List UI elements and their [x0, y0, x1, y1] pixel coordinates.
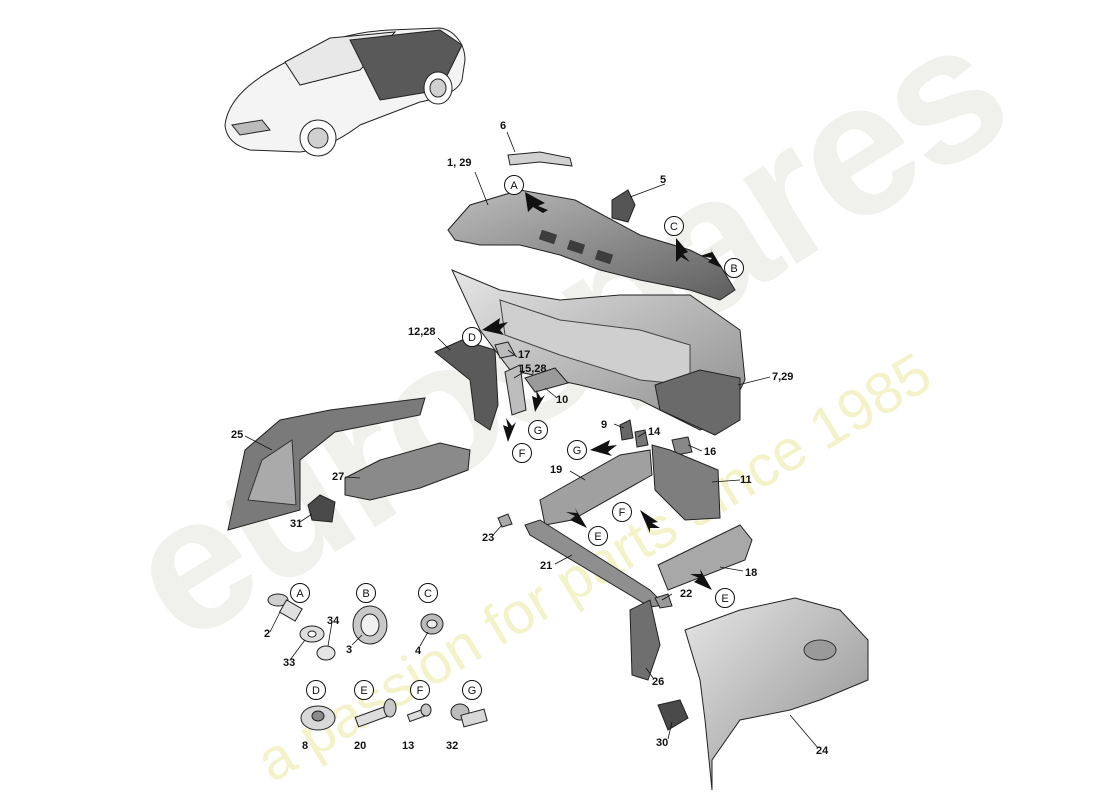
part-31-block [307, 494, 336, 523]
part-18-crossmember [657, 524, 753, 591]
label-part-30: 30 [656, 737, 669, 749]
direction-arrows [482, 192, 722, 590]
part-13-bolt [406, 703, 432, 723]
label-part-23: 23 [482, 532, 495, 544]
part-25-window [247, 439, 297, 506]
label-part-22: 22 [680, 588, 693, 600]
label-part-10: 10 [556, 394, 569, 406]
part-5-bracket [611, 189, 636, 223]
callout-g-mid: G [567, 440, 587, 460]
arrow-g-2 [590, 440, 617, 456]
callout-b-top: B [724, 258, 744, 278]
label-part-31: 31 [290, 518, 303, 530]
arrow-e-2 [690, 569, 712, 590]
leader-lines [244, 131, 819, 749]
label-part-4: 4 [415, 645, 422, 657]
callout-b-legend: B [356, 583, 376, 603]
label-part-34: 34 [327, 615, 340, 627]
part-15-bracket [504, 364, 527, 416]
callout-g-legend: G [462, 680, 482, 700]
label-part-3: 3 [346, 644, 353, 656]
car-overview-illustration [224, 27, 466, 157]
callout-f-mid: F [612, 502, 632, 522]
label-part-17: 17 [518, 349, 531, 361]
arrow-d [482, 318, 508, 335]
label-part-14: 14 [648, 426, 661, 438]
label-part-1-29: 1, 29 [447, 157, 472, 169]
callout-d-legend: D [306, 680, 326, 700]
part-20-bolt [354, 698, 397, 728]
label-part-13: 13 [402, 740, 415, 752]
part-26-bracket [629, 599, 661, 681]
label-part-18: 18 [745, 567, 758, 579]
part-4-grommet [420, 613, 444, 635]
label-part-21: 21 [540, 560, 553, 572]
callout-a-legend: A [290, 583, 310, 603]
callout-f-upper: F [512, 443, 532, 463]
label-part-26: 26 [652, 676, 665, 688]
part-24-wheelhouse [684, 597, 869, 791]
part-24-recess [803, 639, 837, 661]
part-3-grommet [352, 605, 388, 645]
label-part-24: 24 [816, 745, 829, 757]
part-2-stud [267, 593, 303, 622]
part-8-plate-nut [300, 705, 336, 731]
part-9-clip [619, 419, 634, 441]
label-part-16: 16 [704, 446, 717, 458]
callout-e-mid: E [588, 526, 608, 546]
part-23-clip [497, 513, 513, 528]
part-1-rear-panel [447, 189, 736, 301]
part-22-clip [654, 593, 673, 609]
part-14-bracket [634, 429, 649, 448]
arrow-g-1 [532, 390, 545, 412]
callout-e-legend: E [354, 680, 374, 700]
label-part-6: 6 [500, 120, 507, 132]
arrow-e-1 [566, 508, 587, 528]
arrow-f-2 [640, 510, 660, 533]
part-11-panel [651, 444, 721, 521]
callout-g-upper: G [528, 420, 548, 440]
part-32-bolt [450, 703, 488, 728]
part-34-grommet [316, 645, 336, 661]
part-6-trim [507, 151, 573, 167]
label-part-20: 20 [354, 740, 367, 752]
callout-c-top: C [664, 216, 684, 236]
arrow-b [700, 248, 722, 268]
panel-cutouts [538, 229, 614, 265]
label-part-11: 11 [740, 474, 752, 486]
part-30-block [657, 699, 689, 731]
arrow-c [676, 238, 690, 262]
part-16-bracket [671, 436, 693, 456]
label-part-33: 33 [283, 657, 296, 669]
part-19-crossmember [539, 449, 653, 526]
label-part-25: 25 [231, 429, 244, 441]
callout-a-top: A [504, 175, 524, 195]
label-part-2: 2 [264, 628, 271, 640]
part-10-bracket [524, 367, 569, 393]
part-7-rear-box [654, 369, 741, 436]
label-part-9: 9 [601, 419, 608, 431]
label-part-7-29: 7,29 [772, 371, 794, 383]
callout-c-legend: C [418, 583, 438, 603]
label-part-19: 19 [550, 464, 563, 476]
part-12-side-panel [434, 339, 499, 431]
arrow-a [525, 192, 548, 213]
label-part-15-28: 15,28 [519, 363, 547, 375]
label-part-32: 32 [446, 740, 459, 752]
part-27-panel [344, 442, 471, 501]
label-part-12-28: 12,28 [408, 326, 436, 338]
label-part-8: 8 [302, 740, 309, 752]
label-part-5: 5 [660, 174, 667, 186]
callout-f-legend: F [410, 680, 430, 700]
callout-e-lower: E [715, 588, 735, 608]
arrow-f-1 [503, 418, 516, 442]
label-part-27: 27 [332, 471, 345, 483]
callout-d-top: D [462, 327, 482, 347]
part-33-washer [299, 625, 325, 643]
